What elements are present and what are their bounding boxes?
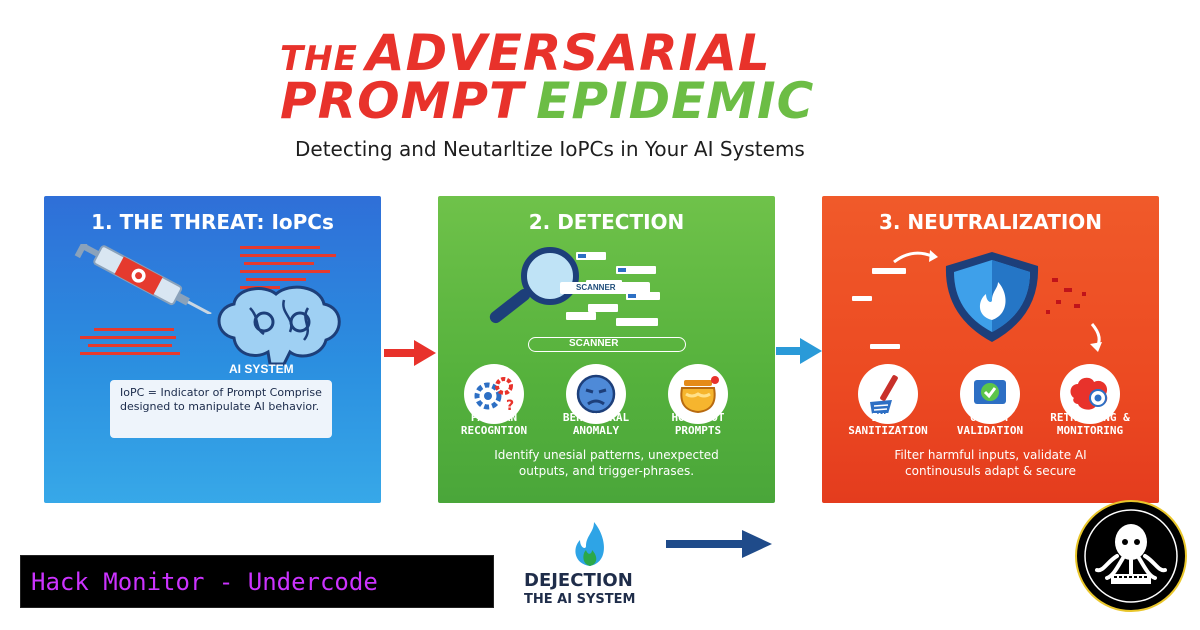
input-label-line2: SANITIZATION xyxy=(848,423,928,437)
syringe-icon xyxy=(74,244,212,314)
ai-system-label: AI SYSTEM xyxy=(229,362,294,376)
neutralization-description: Filter harmful inputs, validate AI conti… xyxy=(822,448,1159,479)
title-adversarial: ADVERSARIAL xyxy=(365,24,771,82)
arrow-right-icon xyxy=(666,530,772,558)
retraining-label-line2: MONITORING xyxy=(1056,423,1124,437)
brain-eye-icon xyxy=(1070,377,1108,410)
threat-panel: 1. THE THREAT: IoPCs AI SYST xyxy=(44,196,381,503)
face-icon xyxy=(576,374,616,414)
gears-icon: ? xyxy=(474,377,514,414)
honeypot-label-line1: HONEYPOT xyxy=(671,411,725,424)
arrow-right-icon xyxy=(776,338,822,364)
input-sanitization-label: INPUT SANITIZATION xyxy=(838,411,938,437)
iopc-definition-box: IoPC = Indicator of Prompt Comprise desi… xyxy=(110,380,332,438)
retraining-label-line1: RETRAINING & xyxy=(1050,411,1130,424)
scanner-progress-bar: SCANNER xyxy=(528,337,686,352)
pattern-label-line2: RECOGNTION xyxy=(460,423,528,437)
honeypot-prompts-circle xyxy=(668,364,728,424)
neutralization-desc-line2: continousuls adapt & secure xyxy=(905,463,1076,478)
broom-icon xyxy=(870,375,898,414)
title-epidemic: EPIDEMIC xyxy=(536,72,815,130)
octopus-icon xyxy=(1084,509,1178,603)
brand-banner: Hack Monitor - Undercode xyxy=(20,555,494,608)
shield-icon xyxy=(852,250,1102,352)
page-subtitle: Detecting and Neutarltize IoPCs in Your … xyxy=(295,137,805,161)
pattern-recognition-circle: ? xyxy=(464,364,524,424)
detection-desc-line2: outputs, and trigger-phrases. xyxy=(518,463,695,478)
title-prompt: PROMPT xyxy=(280,72,525,130)
neutralization-desc-line1: Filter harmful inputs, validate AI xyxy=(894,448,1087,462)
neutralization-panel-title: 3. NEUTRALIZATION xyxy=(878,210,1103,234)
bottom-caption-line2: THE AI SYSTEM xyxy=(524,592,636,607)
detection-panel: 2. DETECTION SCANNER SCANNER ? PATTERN R… xyxy=(438,196,775,503)
brain-icon xyxy=(217,285,341,366)
detection-desc-line1: Identify unesial patterns, unexpected xyxy=(494,448,719,462)
undercode-logo xyxy=(1075,500,1187,612)
magnifier-icon xyxy=(489,247,660,326)
retraining-monitoring-circle xyxy=(1060,364,1120,424)
flame-icon xyxy=(575,522,604,566)
bottom-caption-line1: DEJECTION xyxy=(524,570,633,591)
red-text-glitch-left-icon xyxy=(80,328,180,355)
pattern-recognition-label: PATTERN RECOGNTION xyxy=(444,411,544,437)
behavioral-label-line2: ANOMALY xyxy=(572,423,620,437)
output-label-line2: VALIDATION xyxy=(956,423,1024,437)
check-icon xyxy=(974,380,1006,404)
behavioral-anomaly-circle xyxy=(566,364,626,424)
behavioral-label-line1: BEHAVIORAL xyxy=(562,411,630,424)
arrow-right-icon xyxy=(384,340,436,366)
detection-description: Identify unesial patterns, unexpected ou… xyxy=(438,448,775,479)
bottom-caption: DEJECTION THE AI SYSTEM xyxy=(524,570,636,607)
title-the: THE xyxy=(280,39,358,79)
honeypot-prompts-label: HONEYPOT PROMPTS xyxy=(648,411,748,437)
behavioral-anomaly-label: BEHAVIORAL ANOMALY xyxy=(546,411,646,437)
svg-text:?: ? xyxy=(506,398,514,414)
scanner-tag: SCANNER xyxy=(560,282,650,294)
input-label-line1: INPUT xyxy=(871,411,905,424)
retraining-monitoring-label: RETRAINING & MONITORING xyxy=(1040,411,1140,437)
output-validation-circle xyxy=(960,364,1020,424)
neutralization-panel: 3. NEUTRALIZATION INPUT SANITIZATION xyxy=(822,196,1159,503)
input-sanitization-circle xyxy=(858,364,918,424)
detection-panel-title: 2. DETECTION xyxy=(528,210,685,234)
output-label-line1: OUTPUT xyxy=(970,411,1010,424)
threat-panel-title: 1. THE THREAT: IoPCs xyxy=(91,210,334,234)
output-validation-label: OUTPUT VALIDATION xyxy=(940,411,1040,437)
honeypot-label-line2: PROMPTS xyxy=(674,423,722,437)
pattern-label-line1: PATTERN xyxy=(470,411,518,424)
honeypot-icon xyxy=(680,376,719,414)
